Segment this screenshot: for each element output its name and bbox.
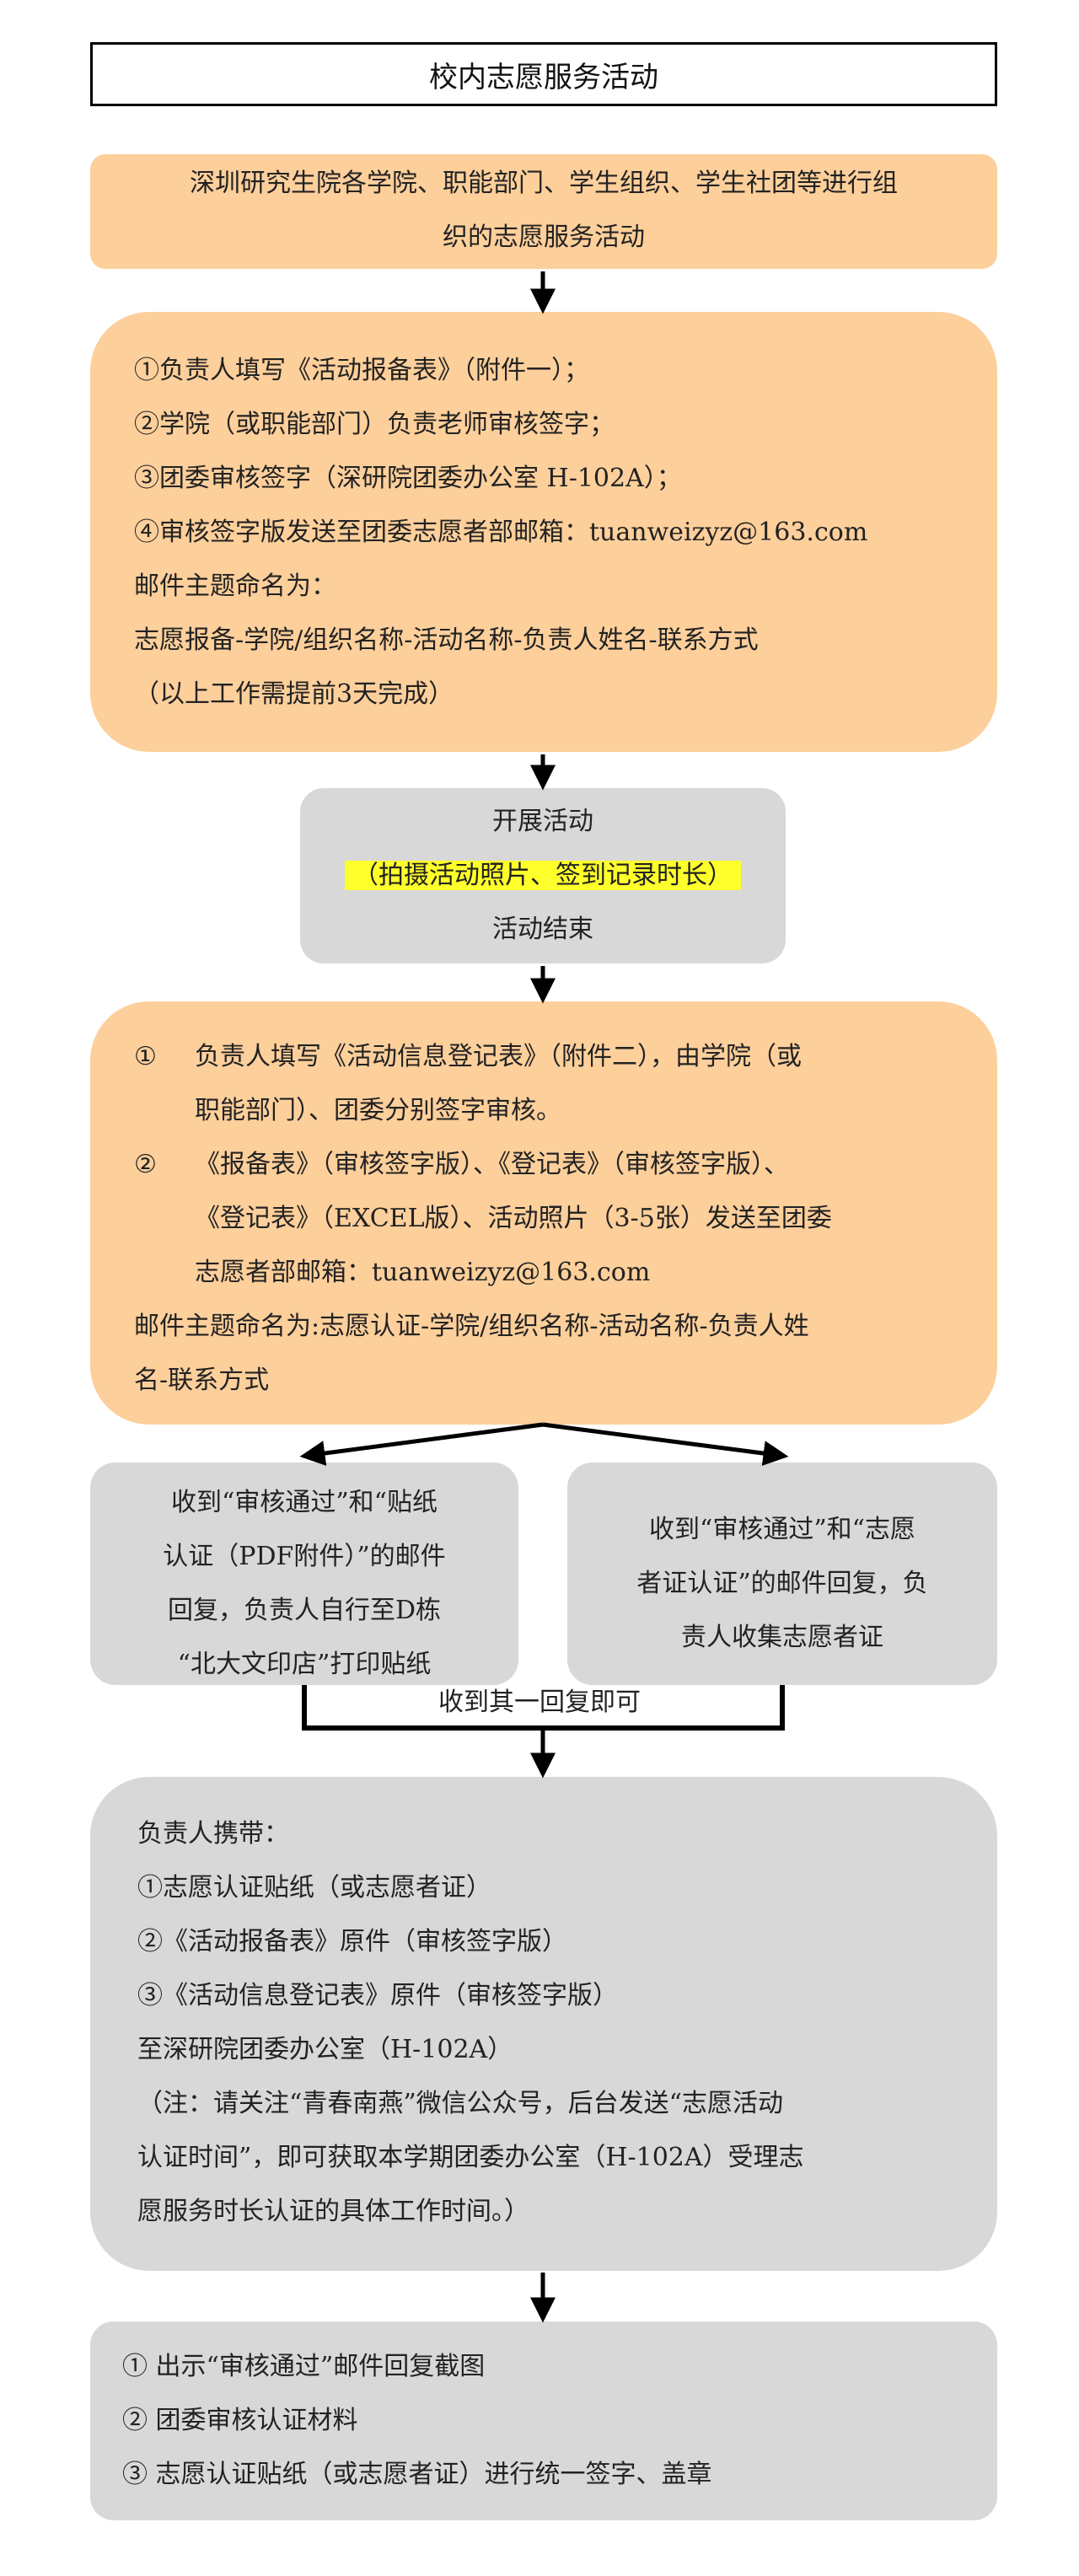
- branch-left-line: “北大文印店”打印贴纸: [177, 1650, 432, 1679]
- step5-materials-box: 负责人携带： ①志愿认证贴纸（或志愿者证） ②《活动报备表》原件（审核签字版） …: [90, 1777, 997, 2271]
- step5-line: 至深研院团委办公室（H-102A）: [137, 2035, 513, 2064]
- photo-signin-highlight: （拍摄活动照片、签到记录时长）: [345, 861, 741, 890]
- step4-item-text: 职能部门）、团委分别签字审核。: [195, 1096, 561, 1125]
- merge-bracket-connector: [302, 1685, 785, 1731]
- branch-left-line: 回复，负责人自行至D栋: [167, 1596, 442, 1625]
- flowchart-title: 校内志愿服务活动: [90, 42, 997, 106]
- step6-line: ② 团委审核认证材料: [122, 2406, 358, 2435]
- step4-item-1: ① 负责人填写《活动信息登记表》（附件二），由学院（或: [134, 1030, 964, 1084]
- branch-left-line: 认证（PDF附件）”的邮件: [163, 1542, 446, 1571]
- step5-line: ③《活动信息登记表》原件（审核签字版）: [137, 1981, 618, 2010]
- step1-organizers-box: 深圳研究生院各学院、职能部门、学生组织、学生社团等进行组 织的志愿服务活动: [90, 154, 997, 269]
- step4-item-number: ①: [134, 1042, 157, 1071]
- branch-right-line: 责人收集志愿者证: [681, 1623, 883, 1652]
- step2-line: ④审核签字版发送至团委志愿者部邮箱：tuanweizyz@163.com: [134, 518, 868, 547]
- step4-item-text: 《报备表》（审核签字版）、《登记表》（审核签字版）、: [195, 1150, 789, 1179]
- step6-office-steps-box: ① 出示“审核通过”邮件回复截图 ② 团委审核认证材料 ③ 志愿认证贴纸（或志愿…: [90, 2321, 997, 2520]
- step4-footer-line: 邮件主题命名为:志愿认证-学院/组织名称-活动名称-负责人姓: [134, 1312, 809, 1341]
- step4-certification-box: ① 负责人填写《活动信息登记表》（附件二），由学院（或 职能部门）、团委分别签字…: [90, 1001, 997, 1425]
- branch-volunteer-card-box: 收到“审核通过”和“志愿 者证认证”的邮件回复，负 责人收集志愿者证: [567, 1462, 997, 1685]
- step2-line: ②学院（或职能部门）负责老师审核签字；: [134, 410, 615, 439]
- step2-line: ①负责人填写《活动报备表》（附件一）；: [134, 356, 589, 385]
- step2-line: 邮件主题命名为：: [134, 572, 336, 601]
- step6-line: ① 出示“审核通过”邮件回复截图: [122, 2352, 486, 2381]
- arrow-step4-to-left-branch: [299, 1422, 544, 1466]
- step5-line: ①志愿认证贴纸（或志愿者证）: [137, 1873, 491, 1902]
- step5-line: （注：请关注“青春南燕”微信公众号，后台发送“志愿活动: [137, 2089, 784, 2118]
- step5-line: 愿服务时长认证的具体工作时间。）: [137, 2197, 529, 2226]
- step4-item-text: 《登记表》（EXCEL版）、活动照片（3-5张）发送至团委: [195, 1204, 832, 1233]
- step4-item-2: ② 《报备表》（审核签字版）、《登记表》（审核签字版）、: [134, 1138, 964, 1192]
- step2-line: ③团委审核签字（深研院团委办公室 H-102A）；: [134, 464, 682, 493]
- branch-right-line: 者证认证”的邮件回复，负: [636, 1569, 928, 1598]
- branch-right-line: 收到“审核通过”和“志愿: [648, 1515, 915, 1544]
- branch-left-line: 收到“审核通过”和“贴纸: [170, 1488, 438, 1517]
- step5-line: 认证时间”，即可获取本学期团委办公室（H-102A）受理志: [137, 2143, 804, 2172]
- step4-item-text: 负责人填写《活动信息登记表》（附件二），由学院（或: [195, 1042, 802, 1071]
- activity-end-label: 活动结束: [492, 915, 593, 944]
- merge-condition-label: 收到其一回复即可: [438, 1688, 641, 1717]
- step4-item-number: ②: [134, 1150, 157, 1179]
- step6-line: ③ 志愿认证贴纸（或志愿者证）进行统一签字、盖章: [122, 2460, 712, 2489]
- step5-line: 负责人携带：: [137, 1819, 289, 1849]
- step2-line: （以上工作需提前3天完成）: [134, 679, 454, 709]
- step4-item-text: 志愿者部邮箱：tuanweizyz@163.com: [195, 1258, 651, 1287]
- step1-line: 深圳研究生院各学院、职能部门、学生组织、学生社团等进行组: [190, 169, 898, 198]
- step1-line: 织的志愿服务活动: [443, 223, 645, 252]
- activity-start-label: 开展活动: [492, 807, 593, 836]
- arrow-step4-to-right-branch: [542, 1422, 789, 1466]
- branch-sticker-box: 收到“审核通过”和“贴纸 认证（PDF附件）”的邮件 回复，负责人自行至D栋 “…: [90, 1462, 518, 1685]
- step2-line: 志愿报备-学院/组织名称-活动名称-负责人姓名-联系方式: [134, 625, 759, 655]
- step2-registration-box: ①负责人填写《活动报备表》（附件一）； ②学院（或职能部门）负责老师审核签字； …: [90, 312, 997, 752]
- step4-footer-line: 名-联系方式: [134, 1366, 270, 1395]
- step5-line: ②《活动报备表》原件（审核签字版）: [137, 1927, 567, 1956]
- step3-activity-box: 开展活动 （拍摄活动照片、签到记录时长） 活动结束: [300, 788, 786, 963]
